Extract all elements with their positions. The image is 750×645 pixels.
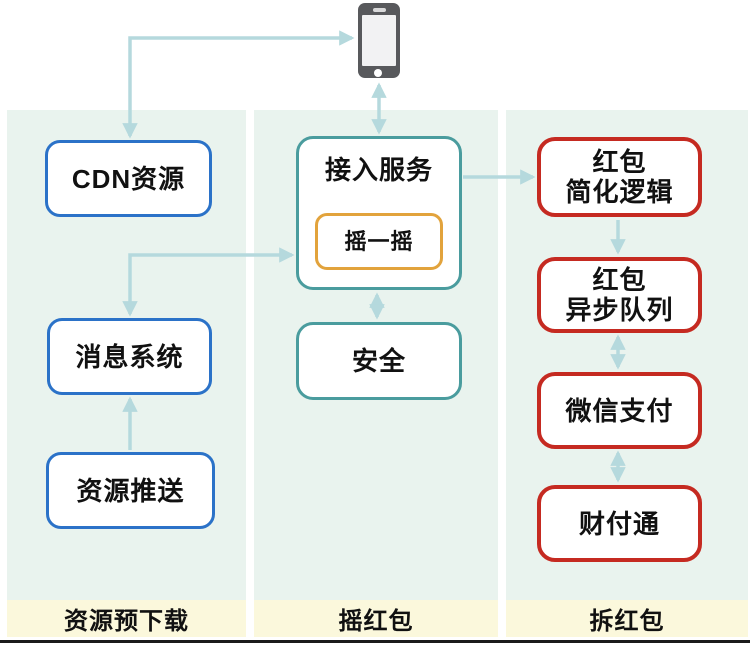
node-label-line1: 红包	[592, 265, 647, 295]
node-resource-push: 资源推送	[46, 452, 215, 529]
node-label: CDN资源	[71, 163, 186, 194]
phone-speaker	[373, 8, 386, 12]
node-label: 消息系统	[75, 341, 184, 372]
node-label: 财付通	[578, 508, 660, 539]
footer-label: 摇红包	[338, 608, 414, 635]
node-security: 安全	[296, 322, 462, 400]
node-label-line2: 异步队列	[565, 295, 674, 325]
column-footer-shake-redpacket: 摇红包	[254, 600, 498, 637]
node-label-line2: 简化逻辑	[565, 177, 674, 207]
node-label: 接入服务	[324, 155, 433, 185]
node-redpacket-simplified-logic: 红包 简化逻辑	[537, 137, 702, 217]
node-tenpay: 财付通	[537, 485, 702, 562]
node-message-system: 消息系统	[47, 318, 212, 395]
node-label: 安全	[351, 346, 406, 376]
node-redpacket-async-queue: 红包 异步队列	[537, 257, 702, 333]
column-footer-resource-predownload: 资源预下载	[7, 600, 246, 637]
node-label: 资源推送	[76, 475, 185, 506]
node-label-line1: 红包	[592, 147, 647, 177]
node-shake-shake: 摇一摇	[315, 213, 443, 270]
footer-label: 资源预下载	[64, 608, 189, 635]
phone-screen	[362, 15, 396, 66]
node-cdn-resource: CDN资源	[45, 140, 212, 217]
column-footer-open-redpacket: 拆红包	[506, 600, 748, 637]
smartphone-icon	[358, 3, 400, 78]
node-access-service: 接入服务 摇一摇	[296, 136, 462, 290]
bottom-rule	[0, 640, 750, 643]
node-wechat-pay: 微信支付	[537, 372, 702, 449]
footer-label: 拆红包	[589, 608, 665, 635]
node-label: 摇一摇	[344, 228, 414, 254]
phone-home-button	[374, 69, 382, 77]
node-label: 微信支付	[565, 395, 674, 426]
